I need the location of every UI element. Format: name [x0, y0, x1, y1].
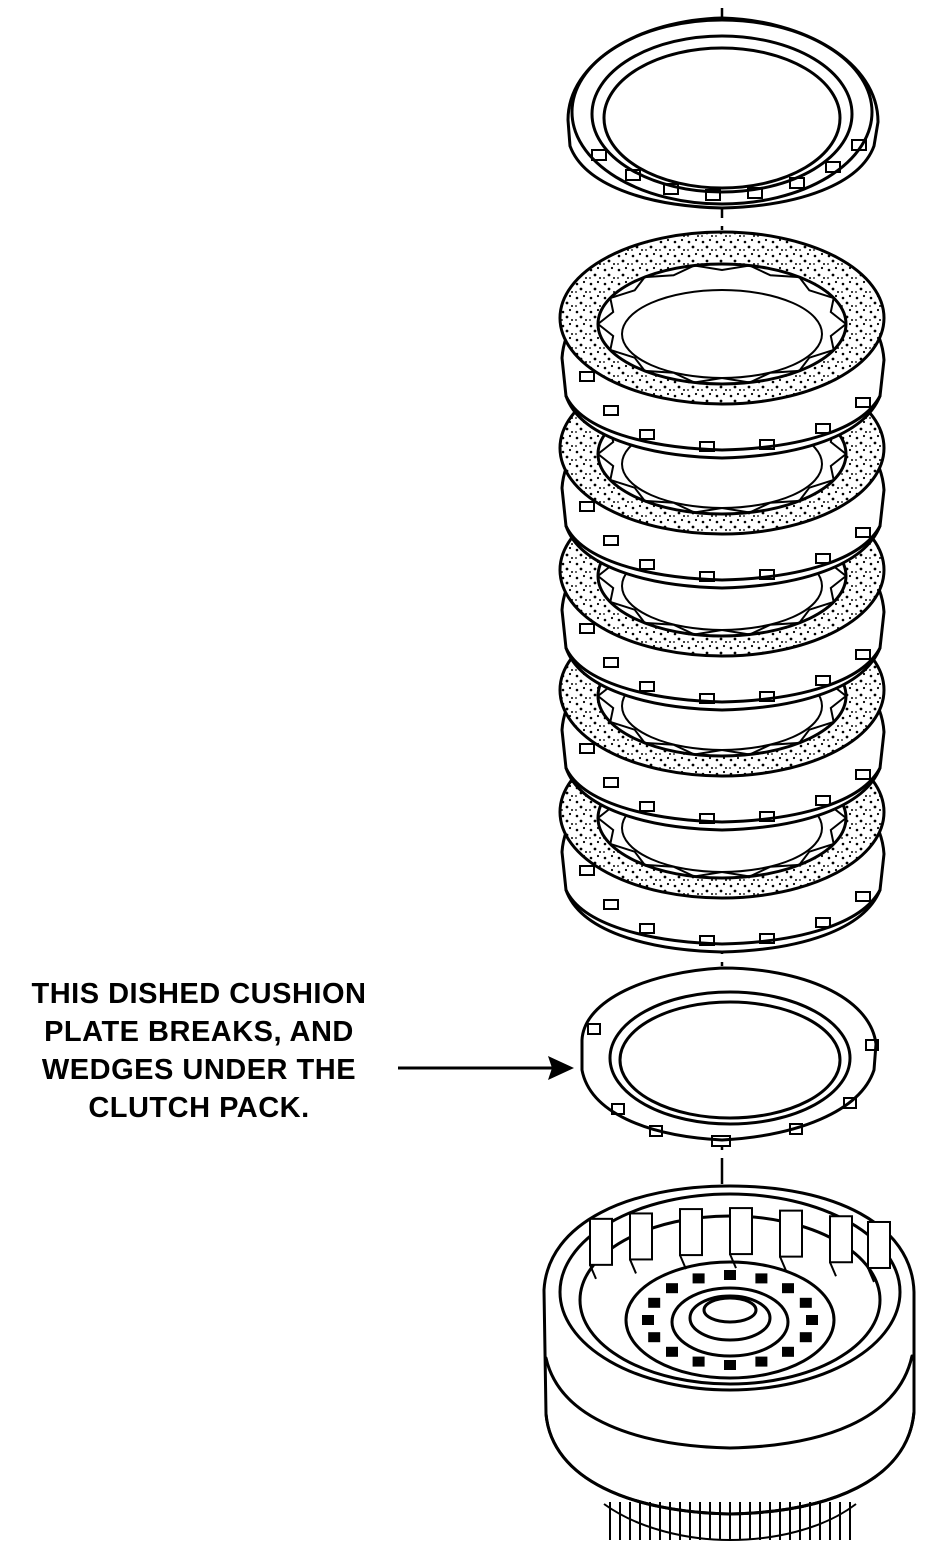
callout-label: THIS DISHED CUSHION PLATE BREAKS, AND WE… — [0, 975, 398, 1127]
pressure-plate — [566, 16, 880, 210]
dished-cushion-plate — [580, 966, 879, 1147]
friction-steel-pair-1 — [558, 230, 886, 460]
callout-line-1: THIS DISHED CUSHION — [31, 978, 367, 1010]
callout-line-2: PLATE BREAKS, AND — [44, 1016, 354, 1048]
callout-line-3: WEDGES UNDER THE — [41, 1054, 357, 1086]
callout-arrow — [398, 1056, 574, 1080]
clutch-drum — [542, 1184, 916, 1542]
callout-line-4: CLUTCH PACK. — [88, 1092, 310, 1124]
clutch-plate-stack — [558, 230, 886, 954]
